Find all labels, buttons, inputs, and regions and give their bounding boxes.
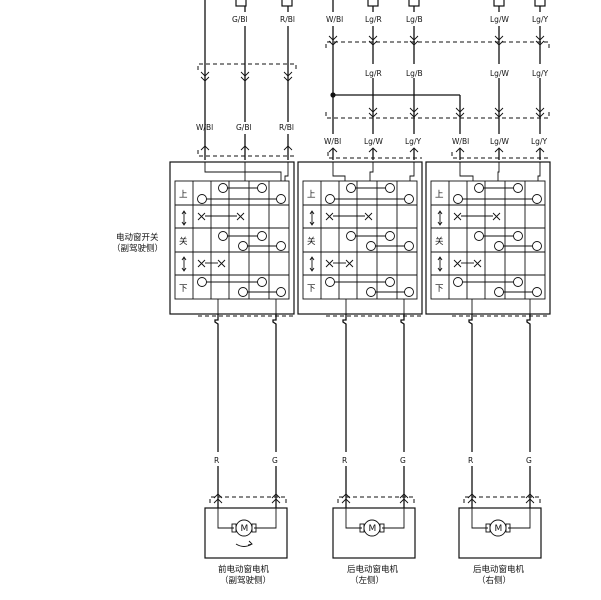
top-label-lg-b: Lg/B — [406, 15, 423, 24]
switch-rear-right-input-lg-w: Lg/W — [490, 137, 509, 146]
motor1-side: （副驾驶侧） — [220, 575, 271, 586]
motor1-wire-g: G — [272, 456, 278, 465]
motor2-name: 后电动窗电机 — [347, 564, 399, 575]
motor-connectors — [209, 493, 541, 504]
motor-rear-right: M — [458, 507, 542, 559]
motor-rear-left: M — [332, 507, 416, 559]
switch-front-passenger-pos-down: 下 — [179, 284, 188, 294]
motor2-wire-r: R — [342, 456, 347, 465]
top-wires — [204, 0, 541, 160]
switch-rear-left-pos-down: 下 — [307, 284, 316, 294]
motor3-name: 后电动窗电机 — [473, 564, 525, 575]
switch-front-passenger: 上 关 下 — [169, 161, 295, 315]
motor3-symbol: M — [495, 524, 503, 534]
switch-left-input-w-bl: W/Bl — [196, 123, 213, 132]
top-label-r-bl: R/Bl — [280, 15, 295, 24]
switch-rear-right: 上 关 下 — [425, 161, 551, 315]
top-connectors — [235, 0, 546, 7]
top-label-lg-w: Lg/W — [490, 15, 509, 24]
top-connector-r-bl — [281, 0, 293, 7]
top-connector-lg-r — [367, 0, 379, 7]
switch-rear-left-contacts — [325, 183, 414, 297]
top-connector-lg-b — [408, 0, 420, 7]
switch-front-passenger-contacts — [197, 183, 286, 297]
motor3-side: （右侧） — [477, 575, 511, 586]
top-connector-g-bl — [235, 0, 247, 7]
motor2-wire-g: G — [400, 456, 406, 465]
top-connector-lg-y — [534, 0, 546, 7]
switch-front-passenger-pos-up: 上 — [179, 190, 188, 200]
top-label-w-bl: W/Bl — [326, 15, 343, 24]
switch-rear-right-input-w-bl: W/Bl — [452, 137, 469, 146]
motor-wires — [214, 314, 531, 510]
connector-chevrons — [200, 35, 545, 153]
switch-left-input-g-bl: G/Bl — [236, 123, 252, 132]
motor-front-passenger: M — [204, 507, 288, 559]
motor3-wire-g: G — [526, 456, 532, 465]
switch-rear-right-input-lg-y: Lg/Y — [531, 137, 547, 146]
switch-title-line1: 电动窗开关 — [116, 232, 159, 243]
mid-label-lg-y: Lg/Y — [532, 69, 548, 78]
switch-rear-left-pos-off: 关 — [307, 236, 316, 247]
switch-left-input-r-bl: R/Bl — [279, 123, 294, 132]
motor3-wire-r: R — [468, 456, 473, 465]
switch-front-passenger-pos-off: 关 — [179, 236, 188, 247]
mid-label-lg-b: Lg/B — [406, 69, 423, 78]
switch-rear-left-pos-up: 上 — [307, 190, 316, 200]
motor1-symbol: M — [241, 524, 249, 534]
motor1-name: 前电动窗电机 — [218, 564, 270, 575]
switch-title-line2: （副驾驶侧） — [112, 243, 163, 254]
top-label-lg-r: Lg/R — [365, 15, 382, 24]
switch-rear-left-input-w-bl: W/Bl — [324, 137, 341, 146]
dashed-connector-outlines — [197, 41, 550, 159]
switch-rear-right-pos-down: 下 — [435, 284, 444, 294]
top-label-g-bl: G/Bl — [232, 15, 248, 24]
switch-rear-left-input-lg-w: Lg/W — [364, 137, 383, 146]
top-label-lg-y: Lg/Y — [532, 15, 548, 24]
motor2-symbol: M — [369, 524, 377, 534]
switch-rear-right-pos-up: 上 — [435, 190, 444, 200]
mid-label-lg-r: Lg/R — [365, 69, 382, 78]
top-connector-lg-w — [493, 0, 505, 7]
mid-label-lg-w: Lg/W — [490, 69, 509, 78]
motor2-side: （左侧） — [350, 575, 384, 586]
switch-rear-right-pos-off: 关 — [435, 236, 444, 247]
switch-rear-right-contacts — [453, 183, 542, 297]
motor1-wire-r: R — [214, 456, 219, 465]
switch-rear-left: 上 关 下 — [297, 161, 423, 315]
switch-rear-left-input-lg-y: Lg/Y — [405, 137, 421, 146]
